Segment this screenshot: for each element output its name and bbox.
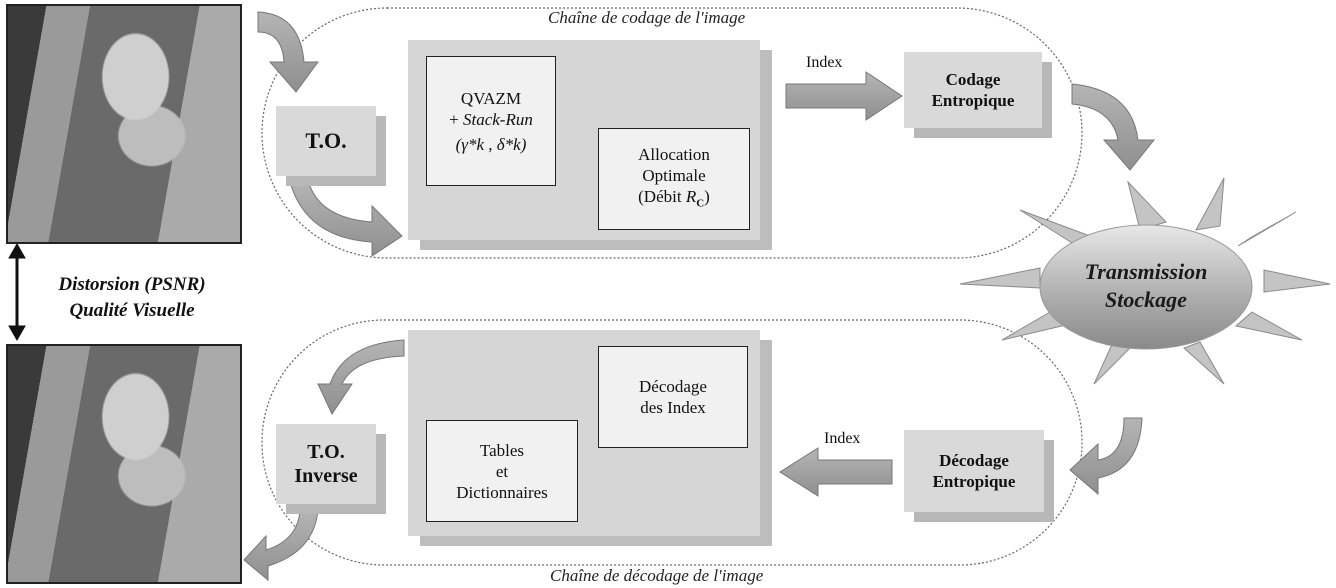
arrow-index-to-coding bbox=[785, 71, 903, 121]
inverse-line2: Inverse bbox=[294, 465, 358, 487]
curved-arrow-coding-to-transmission bbox=[1071, 83, 1156, 171]
transmission-label: Transmission Stockage bbox=[1046, 258, 1246, 314]
tables-box: Tables et Dictionnaires bbox=[426, 420, 578, 522]
qvazm-line2-italic: Stack-Run bbox=[462, 109, 533, 129]
allocation-line3-prefix: (Débit bbox=[638, 186, 686, 206]
allocation-box: Allocation Optimale (Débit RC) bbox=[598, 128, 750, 230]
qvazm-line3: (γ*k , δ*k) bbox=[455, 134, 527, 154]
allocation-rate-sub: C bbox=[696, 197, 705, 210]
qvazm-box: QVAZM + Stack-Run (γ*k , δ*k) bbox=[426, 56, 556, 186]
encoding-chain-label: Chaîne de codage de l'image bbox=[548, 8, 746, 27]
reconstructed-image bbox=[6, 344, 242, 584]
index-decoding-box: Décodage des Index bbox=[598, 346, 748, 448]
qvazm-line1: QVAZM bbox=[460, 88, 522, 108]
entropy-decoding-box: Décodage Entropique bbox=[904, 430, 1044, 512]
transform-label: T.O. bbox=[305, 128, 347, 153]
encoding-chain-outline bbox=[261, 7, 1083, 259]
allocation-rate-var: R bbox=[685, 186, 697, 206]
coding-line1: Codage bbox=[945, 70, 1001, 89]
allocation-line3: (Débit RC) bbox=[638, 186, 710, 214]
distortion-label: Distorsion (PSNR) Qualité Visuelle bbox=[32, 272, 232, 324]
arrow-decoding-to-index bbox=[779, 447, 893, 497]
transform-box: T.O. bbox=[276, 106, 376, 176]
allocation-line1: Allocation bbox=[638, 144, 710, 164]
inverse-line1: T.O. bbox=[307, 441, 345, 463]
transmission-sun-rays bbox=[959, 177, 1331, 385]
coding-line2: Entropique bbox=[931, 91, 1015, 110]
tables-line2: et bbox=[495, 461, 509, 481]
curved-arrow-inverse-to-image bbox=[243, 509, 319, 582]
distortion-line1: Distorsion (PSNR) bbox=[58, 274, 206, 295]
decoding-index-line2: des Index bbox=[640, 398, 706, 417]
entropy-coding-box: Codage Entropique bbox=[904, 52, 1042, 128]
curved-arrow-transform-to-panel bbox=[289, 179, 403, 257]
distortion-line2: Qualité Visuelle bbox=[69, 300, 195, 321]
transmission-line2: Stockage bbox=[1105, 287, 1187, 312]
qvazm-line2-prefix: + bbox=[449, 109, 463, 129]
curved-arrow-to-inverse bbox=[317, 339, 405, 416]
decoding-entropy-line1: Décodage bbox=[939, 451, 1009, 470]
distortion-double-arrow bbox=[8, 242, 26, 342]
tables-line1: Tables bbox=[479, 440, 525, 460]
inverse-transform-box: T.O. Inverse bbox=[276, 424, 376, 504]
decoding-chain-label: Chaîne de décodage de l'image bbox=[550, 566, 764, 585]
index-label-top: Index bbox=[806, 54, 843, 71]
tables-line3: Dictionnaires bbox=[456, 482, 548, 502]
original-image bbox=[6, 4, 242, 244]
allocation-line2: Optimale bbox=[642, 165, 706, 185]
curved-arrow-to-transform bbox=[257, 11, 319, 93]
decoding-chain-outline bbox=[261, 319, 1083, 566]
curved-arrow-transmission-to-decoding bbox=[1069, 417, 1143, 496]
transmission-ellipse bbox=[1039, 224, 1253, 350]
decoding-entropy-line2: Entropique bbox=[932, 472, 1016, 491]
allocation-line3-suffix: ) bbox=[704, 186, 710, 206]
transmission-line1: Transmission bbox=[1084, 259, 1208, 284]
index-label-bottom: Index bbox=[824, 430, 861, 447]
qvazm-line2: + Stack-Run bbox=[449, 109, 533, 130]
decoding-index-line1: Décodage bbox=[639, 377, 707, 396]
